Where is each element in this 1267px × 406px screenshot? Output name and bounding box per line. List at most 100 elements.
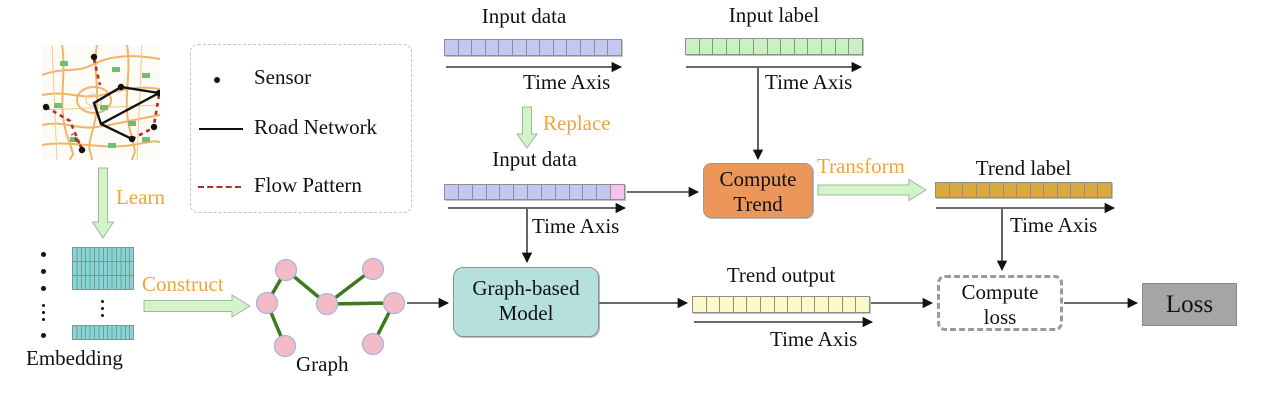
- ellipsis-dot: [41, 269, 46, 274]
- bar-cell: [611, 185, 624, 199]
- bar-cell: [499, 40, 514, 55]
- sensor-dot-icon: [214, 77, 220, 83]
- construct-label: Construct: [142, 272, 224, 296]
- bar-cell: [1044, 183, 1058, 197]
- ellipsis-dot: [42, 318, 45, 321]
- ellipsis-dot: [41, 252, 46, 257]
- bar-cell: [747, 297, 762, 312]
- embedding-row: [72, 325, 134, 340]
- legend-item-sensor: Sensor: [191, 65, 411, 95]
- bar-cell: [774, 297, 789, 312]
- trend-output-axis-label: Time Axis: [770, 327, 858, 351]
- legend-item-flow-pattern: Flow Pattern: [191, 173, 411, 203]
- construct-arrow: [143, 294, 251, 318]
- bar-cell: [686, 39, 700, 54]
- model-line1: Graph-based: [472, 276, 580, 300]
- input-data-replaced-bar: [444, 184, 625, 200]
- bar-cell: [767, 39, 782, 54]
- bar-cell: [1084, 183, 1099, 197]
- bar-cell: [761, 297, 775, 312]
- dashed-line-icon: [198, 186, 241, 188]
- learn-arrow: [91, 167, 115, 239]
- bar-cell: [581, 40, 595, 55]
- embedding-row: [72, 275, 134, 290]
- replace-arrow: [516, 106, 538, 149]
- input-data-top-bar: [444, 39, 622, 56]
- bar-cell: [541, 185, 556, 199]
- bar-cell: [699, 39, 714, 54]
- bar-cell: [540, 40, 554, 55]
- bar-cell: [754, 39, 768, 54]
- bar-cell: [781, 39, 795, 54]
- bar-cell: [822, 39, 836, 54]
- input-label-axis-label: Time Axis: [765, 70, 853, 94]
- bar-cell: [472, 185, 487, 199]
- bar-cell: [720, 297, 734, 312]
- bar-cell: [583, 185, 598, 199]
- transform-arrow: [817, 178, 927, 202]
- input-data-top-title: Input data: [481, 4, 567, 28]
- bar-cell: [1098, 183, 1111, 197]
- bar-cell: [835, 39, 850, 54]
- map-road-labels: [54, 61, 150, 148]
- bar-cell: [936, 183, 950, 197]
- bar-cell: [808, 39, 823, 54]
- embedding-row: [72, 261, 134, 276]
- sensor-graph-nodes: [255, 257, 406, 358]
- bar-cell: [608, 40, 621, 55]
- bar-cell: [794, 39, 809, 54]
- graph-node: [273, 334, 297, 358]
- legend-item-road-network: Road Network: [191, 115, 411, 145]
- map-sensors: [42, 53, 160, 154]
- bar-cell: [597, 185, 612, 199]
- bar-cell: [472, 40, 486, 55]
- compute-loss-line2: loss: [983, 305, 1017, 329]
- map-road-network: [92, 85, 160, 141]
- ellipsis-dot: [42, 304, 45, 307]
- bar-cell: [569, 185, 584, 199]
- legend-label: Road Network: [254, 115, 378, 139]
- bar-cell: [445, 185, 459, 199]
- bar-cell: [842, 297, 857, 312]
- graph-caption: Graph: [296, 352, 349, 376]
- city-road-map: [42, 45, 160, 160]
- graph-node: [274, 258, 298, 282]
- bar-cell: [500, 185, 515, 199]
- legend-label: Flow Pattern: [254, 173, 362, 197]
- bar-cell: [949, 183, 964, 197]
- bar-cell: [849, 39, 862, 54]
- input-label-bar: [685, 38, 863, 55]
- bar-cell: [740, 39, 755, 54]
- loss-box: Loss: [1142, 283, 1237, 326]
- graph-node: [361, 257, 385, 281]
- bar-cell: [713, 39, 727, 54]
- bar-cell: [458, 40, 473, 55]
- bar-cell: [555, 185, 570, 199]
- bar-cell: [526, 40, 541, 55]
- compute-trend-line2: Trend: [733, 192, 783, 216]
- input-label-title: Input label: [728, 3, 820, 27]
- bar-cell: [445, 40, 459, 55]
- bar-cell: [1057, 183, 1072, 197]
- bar-cell: [706, 297, 721, 312]
- ellipsis-dot: [41, 333, 46, 338]
- sensor-graph: [265, 267, 396, 347]
- bar-cell: [815, 297, 830, 312]
- model-line2: Model: [498, 301, 554, 325]
- bar-cell: [486, 185, 501, 199]
- learn-label: Learn: [116, 185, 165, 209]
- graph-node: [315, 292, 339, 316]
- bar-cell: [553, 40, 568, 55]
- graph-node: [361, 332, 385, 356]
- trend-output-title: Trend output: [726, 263, 836, 287]
- trend-label-axis-label: Time Axis: [1010, 213, 1098, 237]
- solid-line-icon: [199, 128, 243, 130]
- input-data-top-axis-label: Time Axis: [523, 70, 611, 94]
- compute-trend-line1: Compute: [719, 167, 797, 191]
- bar-cell: [726, 39, 741, 54]
- trend-label-title: Trend label: [975, 156, 1072, 180]
- graph-node: [382, 291, 406, 315]
- ellipsis-dot: [101, 307, 104, 310]
- bar-cell: [990, 183, 1004, 197]
